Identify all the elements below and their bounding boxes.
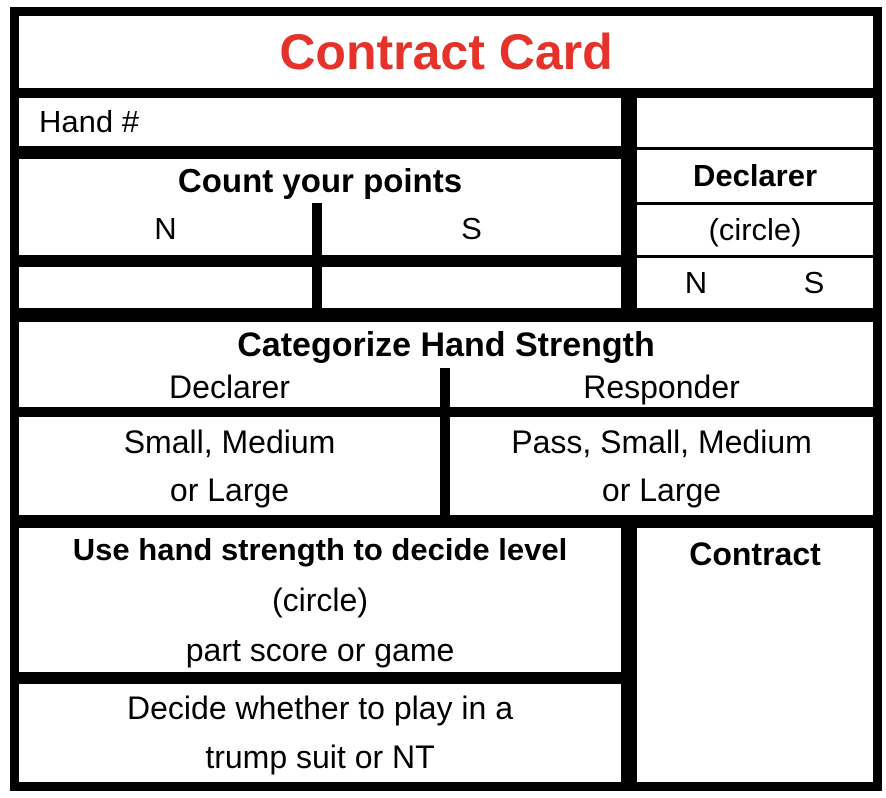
- card-title: Contract Card: [279, 24, 613, 80]
- categorize-responder-column: Responder Pass, Small, Medium or Large: [450, 368, 873, 515]
- title-row: Contract Card: [19, 16, 873, 98]
- categorize-declarer-choices: Small, Medium or Large: [19, 417, 440, 515]
- trump-decision-line1: Decide whether to play in a: [127, 690, 513, 726]
- responder-choices-line1: Pass, Small, Medium: [511, 424, 812, 460]
- declarer-options-row: N S: [637, 258, 873, 308]
- categorize-declarer-column: Declarer Small, Medium or Large: [19, 368, 450, 515]
- contract-box-label: Contract: [689, 536, 821, 572]
- declarer-choices-line2: or Large: [169, 472, 290, 508]
- categorize-section: Categorize Hand Strength Declarer Small,…: [19, 322, 873, 528]
- south-points-blank: [322, 267, 621, 308]
- bottom-band: Use hand strength to decide level (circl…: [19, 528, 873, 782]
- declarer-choices-line1: Small, Medium: [123, 424, 336, 460]
- trump-decision-cell: Decide whether to play in a trump suit o…: [19, 684, 621, 782]
- contract-card: Contract Card Hand # Count your points N…: [10, 7, 882, 791]
- declarer-box: Declarer (circle) N S: [637, 98, 873, 308]
- top-band: Hand # Count your points N S Declarer (c…: [19, 98, 873, 322]
- north-points-blank: [19, 267, 322, 308]
- responder-choices-line2: or Large: [601, 472, 722, 508]
- level-circle-instruction: (circle): [272, 582, 368, 618]
- level-decision-title: Use hand strength to decide level: [72, 532, 568, 567]
- categorize-declarer-header: Declarer: [19, 368, 440, 417]
- categorize-responder-header: Responder: [450, 368, 873, 417]
- count-points-headers: N S: [19, 203, 621, 267]
- level-decision-cell: Use hand strength to decide level (circl…: [19, 528, 621, 684]
- south-column-header: S: [461, 211, 482, 246]
- count-points-cells: [19, 267, 621, 308]
- declarer-box-blank: [637, 98, 873, 150]
- hand-number-label: Hand #: [39, 104, 139, 139]
- count-points-title: Count your points: [177, 162, 463, 199]
- hand-number-row: Hand #: [19, 98, 621, 159]
- categorize-responder-choices: Pass, Small, Medium or Large: [450, 417, 873, 515]
- bottom-band-left: Use hand strength to decide level (circl…: [19, 528, 637, 782]
- hand-number-blank: [139, 98, 621, 146]
- declarer-option-south: S: [803, 265, 825, 300]
- level-choices: part score or game: [185, 632, 455, 668]
- top-band-left: Hand # Count your points N S: [19, 98, 637, 308]
- declarer-option-north: N: [684, 265, 708, 300]
- contract-box: Contract: [637, 528, 873, 782]
- categorize-columns: Declarer Small, Medium or Large Responde…: [19, 368, 873, 515]
- north-column-header: N: [19, 203, 322, 255]
- categorize-title: Categorize Hand Strength: [237, 325, 655, 364]
- declarer-circle-instruction: (circle): [637, 205, 873, 258]
- trump-decision-line2: trump suit or NT: [205, 739, 435, 775]
- declarer-box-title: Declarer: [637, 150, 873, 205]
